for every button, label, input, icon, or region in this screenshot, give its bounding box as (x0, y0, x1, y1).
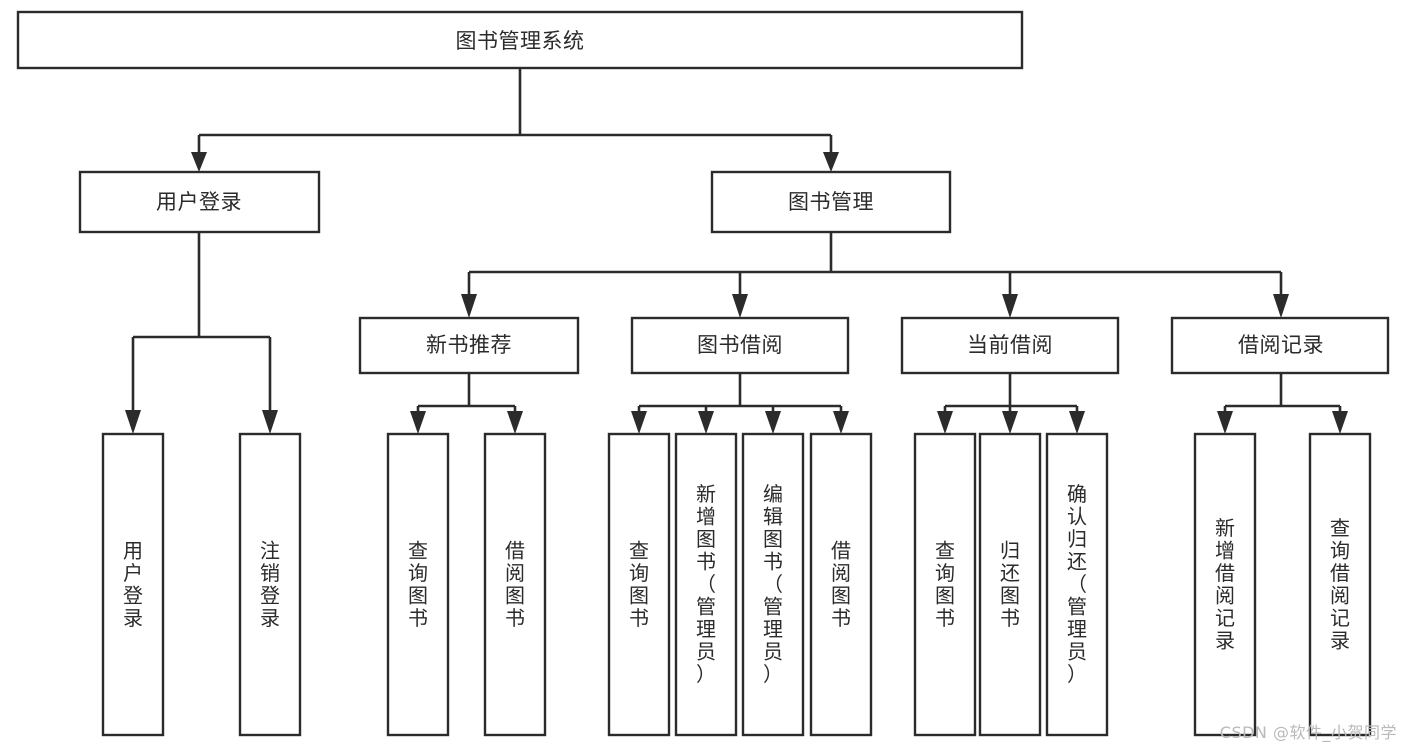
node-new-book-recommend[interactable]: 新书推荐 (358, 316, 580, 375)
node-root-label: 图书管理系统 (456, 29, 585, 53)
leaf-borrow-record-query-box[interactable] (1308, 432, 1372, 737)
leaf-borrow-record-add[interactable]: 新增借阅记录 (1193, 432, 1257, 737)
node-book-borrow-box[interactable] (630, 316, 850, 375)
arrow-head-user-login-leaf-2 (262, 410, 278, 434)
arrow-head-borrow-record (1273, 294, 1289, 318)
leaf-borrow-record-add-box[interactable] (1193, 432, 1257, 737)
leaf-current-borrow-confirm[interactable]: 确认归还（管理员） (1045, 432, 1109, 737)
leaf-current-borrow-return-label: 归还图书 (1000, 538, 1020, 630)
arrow-head-current-borrow-leaf-2 (1002, 411, 1018, 434)
leaf-book-borrow-add-box[interactable] (674, 432, 738, 737)
leaf-book-borrow-edit-box[interactable] (741, 432, 805, 737)
leaf-book-borrow-query-box[interactable] (607, 432, 671, 737)
arrow-head-book-borrow-leaf-3 (765, 411, 781, 434)
leaf-book-borrow-add-label: 新增图书（管理员） (696, 482, 716, 686)
leaf-book-borrow-borrow-label: 借阅图书 (831, 538, 851, 630)
node-book-borrow-label: 图书借阅 (697, 333, 783, 357)
arrow-head-user-login-leaf-1 (125, 410, 141, 434)
leaf-new-book-borrow-box[interactable] (483, 432, 547, 737)
leaf-book-borrow-query-label: 查询图书 (629, 538, 649, 630)
leaf-current-borrow-return-box[interactable] (978, 432, 1042, 737)
watermark-csdn: CSDN @软件_小贺同学 (1219, 723, 1397, 742)
leaf-new-book-borrow[interactable]: 借阅图书 (483, 432, 547, 737)
node-book-manage[interactable]: 图书管理 (710, 170, 952, 234)
node-user-login-label: 用户登录 (156, 190, 242, 214)
arrow-head-current-borrow (1002, 294, 1018, 318)
node-borrow-record[interactable]: 借阅记录 (1170, 316, 1390, 375)
arrow-head-book-borrow-leaf-1 (631, 411, 647, 434)
node-borrow-record-label: 借阅记录 (1238, 333, 1324, 357)
leaf-user-login-login-label: 用户登录 (123, 538, 143, 630)
leaf-book-borrow-borrow[interactable]: 借阅图书 (809, 432, 873, 737)
leaf-user-login-logout-box[interactable] (238, 432, 302, 737)
leaf-current-borrow-query-box[interactable] (913, 432, 977, 737)
leaf-user-login-login[interactable]: 用户登录 (101, 432, 165, 737)
node-current-borrow-box[interactable] (900, 316, 1120, 375)
arrow-head-current-borrow-leaf-1 (937, 411, 953, 434)
arrow-head-book-borrow-leaf-2 (698, 411, 714, 434)
node-current-borrow[interactable]: 当前借阅 (900, 316, 1120, 375)
node-user-login[interactable]: 用户登录 (78, 170, 321, 234)
node-new-book-recommend-box[interactable] (358, 316, 580, 375)
node-root-box[interactable] (16, 10, 1024, 70)
leaf-user-login-login-box[interactable] (101, 432, 165, 737)
arrow-head-borrow-record-leaf-2 (1332, 411, 1348, 434)
leaf-book-borrow-edit-label: 编辑图书（管理员） (763, 482, 783, 686)
leaf-book-borrow-add[interactable]: 新增图书（管理员） (674, 432, 738, 737)
node-book-borrow[interactable]: 图书借阅 (630, 316, 850, 375)
leaf-current-borrow-return[interactable]: 归还图书 (978, 432, 1042, 737)
leaf-book-borrow-borrow-box[interactable] (809, 432, 873, 737)
arrow-head-book-borrow (732, 294, 748, 318)
connector-layer (125, 68, 1348, 434)
leaf-borrow-record-query-label: 查询借阅记录 (1330, 515, 1350, 652)
leaf-current-borrow-confirm-label: 确认归还（管理员） (1067, 482, 1087, 686)
leaf-borrow-record-add-label: 新增借阅记录 (1215, 515, 1235, 652)
arrow-head-current-borrow-leaf-3 (1069, 411, 1085, 434)
arrow-head-book-manage (823, 152, 839, 172)
leaf-book-borrow-edit[interactable]: 编辑图书（管理员） (741, 432, 805, 737)
node-book-manage-label: 图书管理 (788, 190, 874, 214)
leaf-new-book-borrow-label: 借阅图书 (505, 538, 525, 630)
node-current-borrow-label: 当前借阅 (967, 333, 1053, 357)
leaf-user-login-logout-label: 注销登录 (260, 538, 280, 630)
leaf-user-login-logout[interactable]: 注销登录 (238, 432, 302, 737)
node-new-book-recommend-label: 新书推荐 (426, 333, 512, 357)
node-book-manage-box[interactable] (710, 170, 952, 234)
arrow-head-book-borrow-leaf-4 (833, 411, 849, 434)
arrow-head-new-book-leaf-2 (507, 411, 523, 434)
node-root[interactable]: 图书管理系统 (16, 10, 1024, 70)
arrow-head-borrow-record-leaf-1 (1217, 411, 1233, 434)
leaf-new-book-query-box[interactable] (386, 432, 450, 737)
leaf-new-book-query-label: 查询图书 (408, 538, 428, 630)
node-borrow-record-box[interactable] (1170, 316, 1390, 375)
leaf-book-borrow-query[interactable]: 查询图书 (607, 432, 671, 737)
leaf-current-borrow-confirm-box[interactable] (1045, 432, 1109, 737)
arrow-head-new-book (461, 294, 477, 318)
leaf-new-book-query[interactable]: 查询图书 (386, 432, 450, 737)
node-user-login-box[interactable] (78, 170, 321, 234)
leaf-borrow-record-query[interactable]: 查询借阅记录 (1308, 432, 1372, 737)
leaf-current-borrow-query-label: 查询图书 (935, 538, 955, 630)
leaf-current-borrow-query[interactable]: 查询图书 (913, 432, 977, 737)
arrow-head-new-book-leaf-1 (410, 411, 426, 434)
arrow-head-user-login (191, 152, 207, 172)
